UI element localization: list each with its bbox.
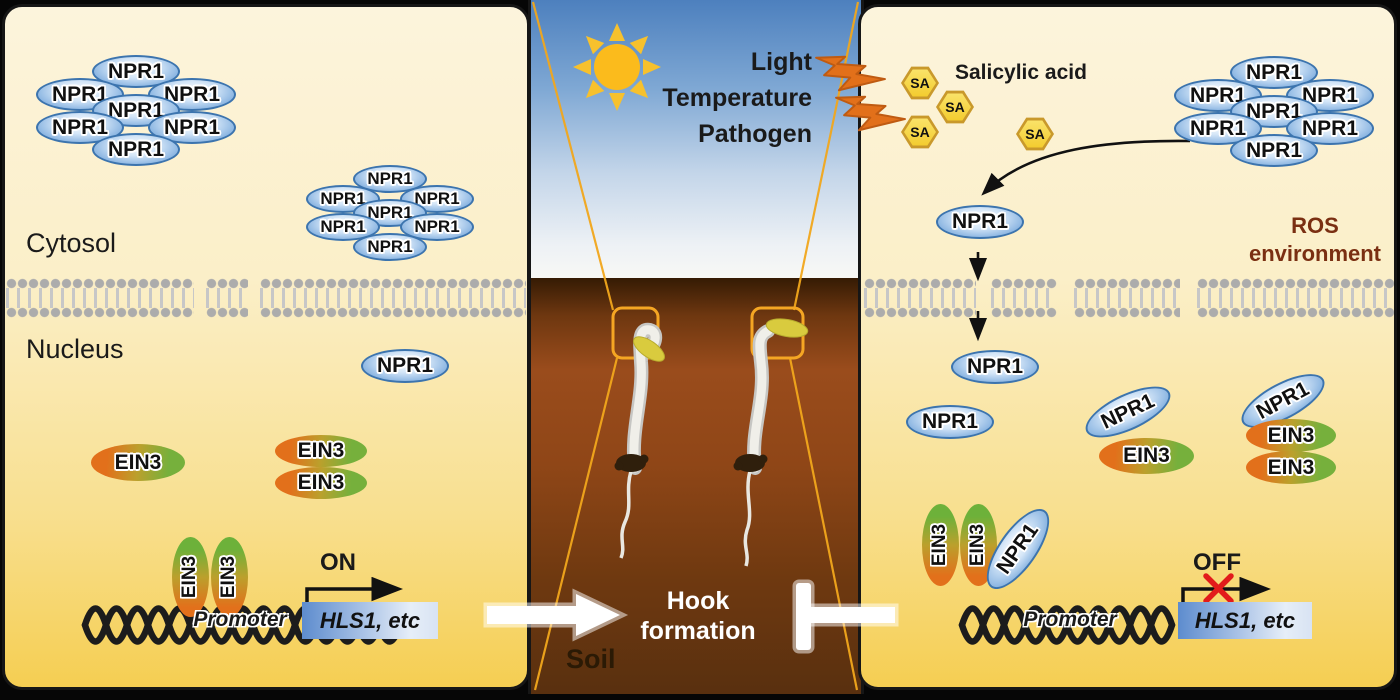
- ein3-sequestered: EIN3: [922, 504, 959, 586]
- npr1-oval: NPR1: [353, 233, 427, 261]
- npr1-monomer: NPR1: [951, 350, 1039, 384]
- npr1-oval: NPR1: [148, 111, 236, 144]
- npr1-monomer: NPR1: [361, 349, 449, 383]
- hook-formation-label: Hook formation: [640, 587, 756, 645]
- membrane-segment: [206, 278, 248, 318]
- stimulus-light: Light: [750, 48, 812, 76]
- npr1-oval: NPR1: [1230, 134, 1318, 167]
- npr1-oligomer-left: NPR1 NPR1 NPR1 NPR1 NPR1 NPR1 NPR1: [36, 55, 236, 166]
- npr1-monomer: NPR1: [906, 405, 994, 439]
- membrane-segment: [1197, 278, 1394, 318]
- ein3-oval: EIN3: [91, 444, 185, 481]
- on-label: ON: [320, 549, 356, 576]
- ein3-on-promoter: EIN3: [172, 537, 209, 617]
- salicylic-acid-label: Salicylic acid: [955, 61, 1087, 84]
- soil-label: Soil: [566, 644, 616, 674]
- membrane-segment: [991, 278, 1057, 318]
- membrane-segment: [1074, 278, 1180, 318]
- npr1-oligomer-left-small: NPR1 NPR1 NPR1 NPR1 NPR1 NPR1 NPR1: [306, 165, 474, 261]
- membrane-segment: [6, 278, 194, 318]
- npr1-oval: NPR1: [1286, 112, 1374, 145]
- ros-environment-label: ROS environment: [1248, 213, 1382, 266]
- promoter-label-right: Promoter: [1023, 608, 1117, 631]
- ein3-in-complex: EIN3: [1099, 438, 1194, 474]
- nucleus-label: Nucleus: [26, 334, 124, 364]
- ein3-dimer-top: EIN3: [275, 435, 367, 467]
- gene-box-left: HLS1, etc: [302, 602, 438, 639]
- stimulus-pathogen: Pathogen: [698, 120, 812, 148]
- promoter-label-left: Promoter: [193, 608, 287, 631]
- cytosol-label: Cytosol: [26, 228, 117, 258]
- npr1-oval: NPR1: [36, 111, 124, 144]
- npr1-monomer: NPR1: [936, 205, 1024, 239]
- npr1-oval: NPR1: [400, 185, 474, 213]
- ein3-in-complex: EIN3: [1246, 419, 1336, 452]
- ein3-dimer-bottom: EIN3: [275, 467, 367, 499]
- ein3-on-promoter: EIN3: [211, 537, 248, 617]
- npr1-oligomer-right: NPR1 NPR1 NPR1 NPR1 NPR1 NPR1 NPR1: [1174, 56, 1374, 167]
- membrane-segment: [864, 278, 976, 318]
- stimuli-list: Light Temperature Pathogen: [640, 44, 812, 152]
- membrane-segment: [260, 278, 526, 318]
- gene-box-right: HLS1, etc: [1178, 602, 1312, 639]
- off-label: OFF: [1193, 549, 1241, 576]
- stimulus-temperature: Temperature: [662, 84, 812, 112]
- ein3-in-complex: EIN3: [1246, 451, 1336, 484]
- npr1-oval: NPR1: [92, 133, 180, 166]
